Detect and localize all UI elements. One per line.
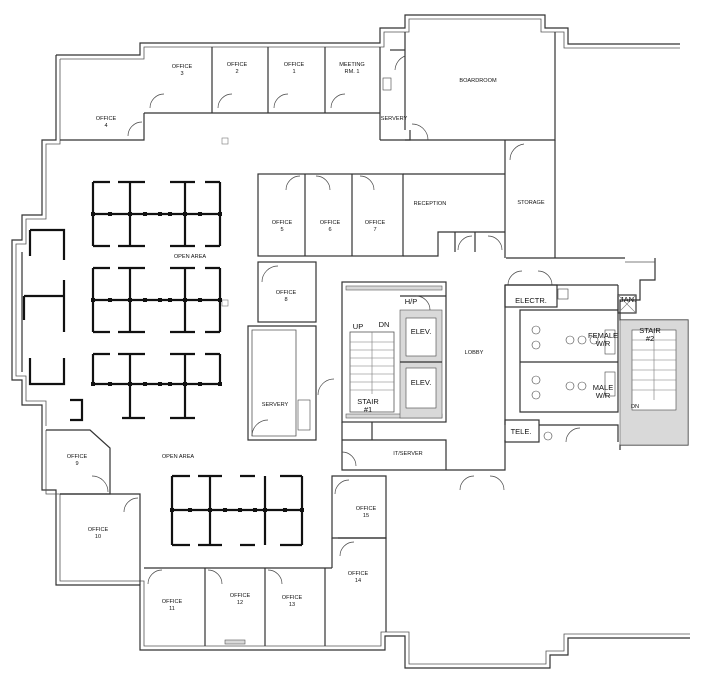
label-dn-stair-2: DN [631, 404, 639, 410]
label-open-area-top: OPEN AREA [174, 254, 207, 260]
label-elev-2: ELEV. [411, 378, 432, 387]
workstation-post [283, 508, 287, 512]
workstation-post [183, 212, 187, 216]
workstation-post [218, 298, 222, 302]
building-core [341, 281, 447, 471]
workstation-post [158, 212, 162, 216]
label-dn-stair-1: DN [379, 320, 390, 329]
label-reception: RECEPTION [414, 201, 447, 207]
workstation-post [143, 382, 147, 386]
workstation-post [208, 508, 212, 512]
label-servery-mid: SERVERY [262, 402, 289, 408]
workstation-post [168, 382, 172, 386]
workstation-post [108, 212, 112, 216]
workstation-post [168, 298, 172, 302]
workstation-post [300, 508, 304, 512]
boardroom-block [221, 32, 556, 258]
west-core [221, 261, 335, 441]
workstation-post [128, 382, 132, 386]
workstation-post [263, 508, 267, 512]
label-stair-2: STAIR#2 [639, 326, 661, 343]
workstation-post [218, 382, 222, 386]
top-offices [60, 47, 381, 141]
workstation-post [198, 298, 202, 302]
label-hp: H/P [405, 297, 418, 306]
workstation-post [198, 212, 202, 216]
workstation-post [170, 508, 174, 512]
workstation-post [238, 508, 242, 512]
workstation-post [108, 382, 112, 386]
label-electr: ELECTR. [515, 296, 547, 305]
workstation-post [128, 212, 132, 216]
label-up: UP [353, 322, 363, 331]
label-storage: STORAGE [517, 200, 545, 206]
label-tele: TELE. [511, 427, 532, 436]
workstation-post [218, 212, 222, 216]
label-open-area-bottom: OPEN AREA [162, 454, 195, 460]
workstation-post [168, 212, 172, 216]
workstation-post [158, 298, 162, 302]
west-offices [21, 252, 387, 646]
workstation-post [91, 298, 95, 302]
workstation-cluster-west [22, 228, 84, 422]
workstation-post [143, 298, 147, 302]
workstation-post [91, 212, 95, 216]
workstation-post [223, 508, 227, 512]
workstation-post [183, 382, 187, 386]
exterior-walls [11, 14, 690, 669]
label-boardroom: BOARDROOM [459, 78, 497, 84]
workstation-post [253, 508, 257, 512]
workstation-post [143, 212, 147, 216]
label-jan: JAN. [620, 295, 636, 304]
label-it-server: IT/SERVER [393, 451, 422, 457]
workstation-post [91, 382, 95, 386]
label-stair-1: STAIR#1 [357, 397, 379, 414]
workstation-post [108, 298, 112, 302]
workstation-post [158, 382, 162, 386]
workstation-post [183, 298, 187, 302]
workstation-post [198, 382, 202, 386]
center-offices [257, 173, 505, 257]
workstation-post [188, 508, 192, 512]
label-servery-top: SERVERY [381, 116, 408, 122]
label-elev-1: ELEV. [411, 327, 432, 336]
workstation-post [128, 298, 132, 302]
label-lobby: LOBBY [465, 350, 484, 356]
lobby-and-restrooms [446, 270, 689, 491]
